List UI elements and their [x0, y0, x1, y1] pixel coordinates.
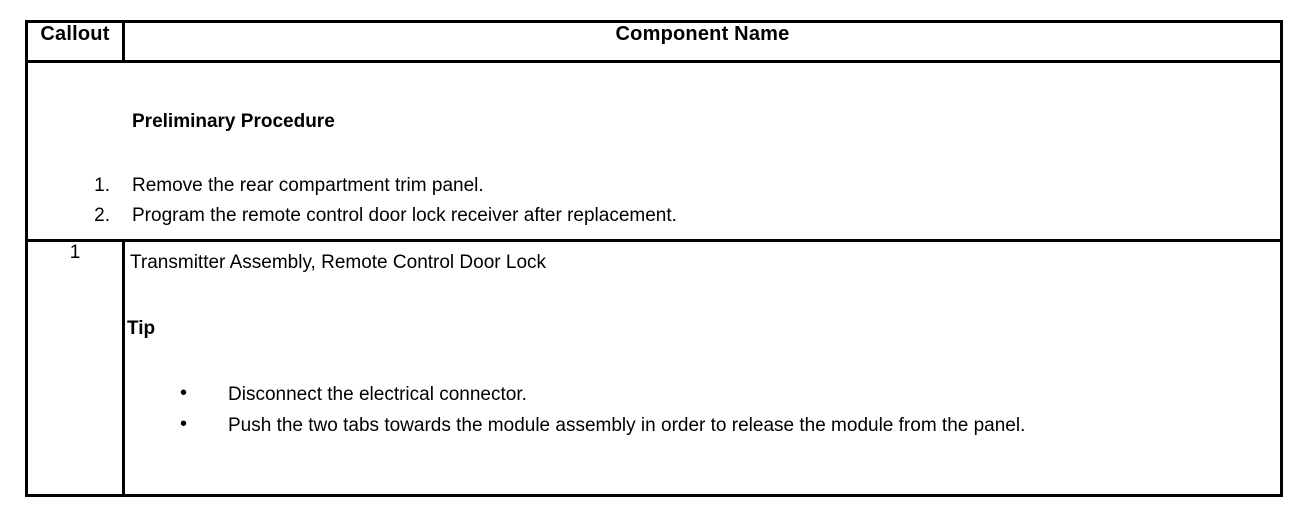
- header-component-name: Component Name: [122, 20, 1283, 63]
- preliminary-procedure-row: Preliminary Procedure 1. Remove the rear…: [25, 60, 1283, 242]
- preliminary-step-item: 2. Program the remote control door lock …: [28, 205, 1280, 235]
- bullet-icon: •: [180, 382, 188, 404]
- table-row: 1 Transmitter Assembly, Remote Control D…: [25, 239, 1283, 497]
- step-text: Program the remote control door lock rec…: [132, 205, 677, 226]
- step-number: 2.: [94, 205, 110, 226]
- component-name-text: Transmitter Assembly, Remote Control Doo…: [130, 252, 547, 273]
- table-header-row: Callout Component Name: [25, 20, 1283, 63]
- component-detail-body: Transmitter Assembly, Remote Control Doo…: [125, 242, 1280, 494]
- step-number: 1.: [94, 175, 110, 196]
- preliminary-procedure-title: Preliminary Procedure: [132, 111, 335, 132]
- tip-bullet-item: • Push the two tabs towards the module a…: [125, 413, 1280, 446]
- tip-text: Push the two tabs towards the module ass…: [228, 415, 1026, 436]
- tip-title: Tip: [127, 318, 156, 339]
- callout-number: 1: [25, 239, 125, 497]
- tip-bullet-list: • Disconnect the electrical connector. •…: [125, 382, 1280, 446]
- tip-bullet-item: • Disconnect the electrical connector.: [125, 382, 1280, 415]
- component-detail-cell: Transmitter Assembly, Remote Control Doo…: [122, 239, 1283, 497]
- tip-text: Disconnect the electrical connector.: [228, 384, 527, 405]
- preliminary-procedure-body: Preliminary Procedure 1. Remove the rear…: [28, 63, 1280, 239]
- step-text: Remove the rear compartment trim panel.: [132, 175, 484, 196]
- preliminary-procedure-cell: Preliminary Procedure 1. Remove the rear…: [25, 60, 1283, 242]
- component-table: Callout Component Name Preliminary Proce…: [25, 20, 1283, 497]
- bullet-icon: •: [180, 413, 188, 435]
- header-callout: Callout: [25, 20, 125, 63]
- preliminary-step-item: 1. Remove the rear compartment trim pane…: [28, 175, 1280, 205]
- preliminary-step-list: 1. Remove the rear compartment trim pane…: [28, 175, 1280, 235]
